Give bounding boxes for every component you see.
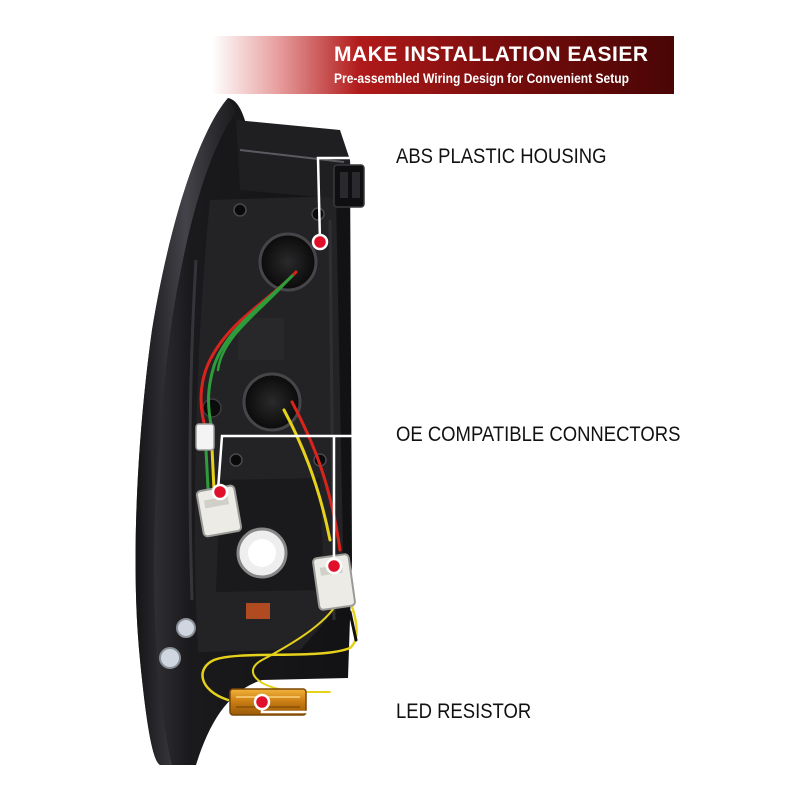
connector-pointer-dot-left <box>211 483 229 501</box>
wiring-harness <box>199 270 358 702</box>
abs-plastic-housing <box>135 98 365 765</box>
oe-connectors <box>195 423 356 611</box>
callout-resistor-label: LED RESISTOR <box>396 700 532 723</box>
resistor-pointer-dot <box>253 693 271 711</box>
callout-connectors-label: OE COMPATIBLE CONNECTORS <box>396 423 681 446</box>
connector-pointer-dot-right <box>325 557 343 575</box>
callout-pointers <box>211 156 382 714</box>
banner-subtitle: Pre-assembled Wiring Design for Convenie… <box>334 70 629 86</box>
callout-housing-label: ABS PLASTIC HOUSING <box>396 145 607 168</box>
banner-title: MAKE INSTALLATION EASIER <box>334 43 649 66</box>
header-banner: MAKE INSTALLATION EASIER Pre-assembled W… <box>212 36 674 94</box>
housing-pointer-dot <box>311 233 329 251</box>
